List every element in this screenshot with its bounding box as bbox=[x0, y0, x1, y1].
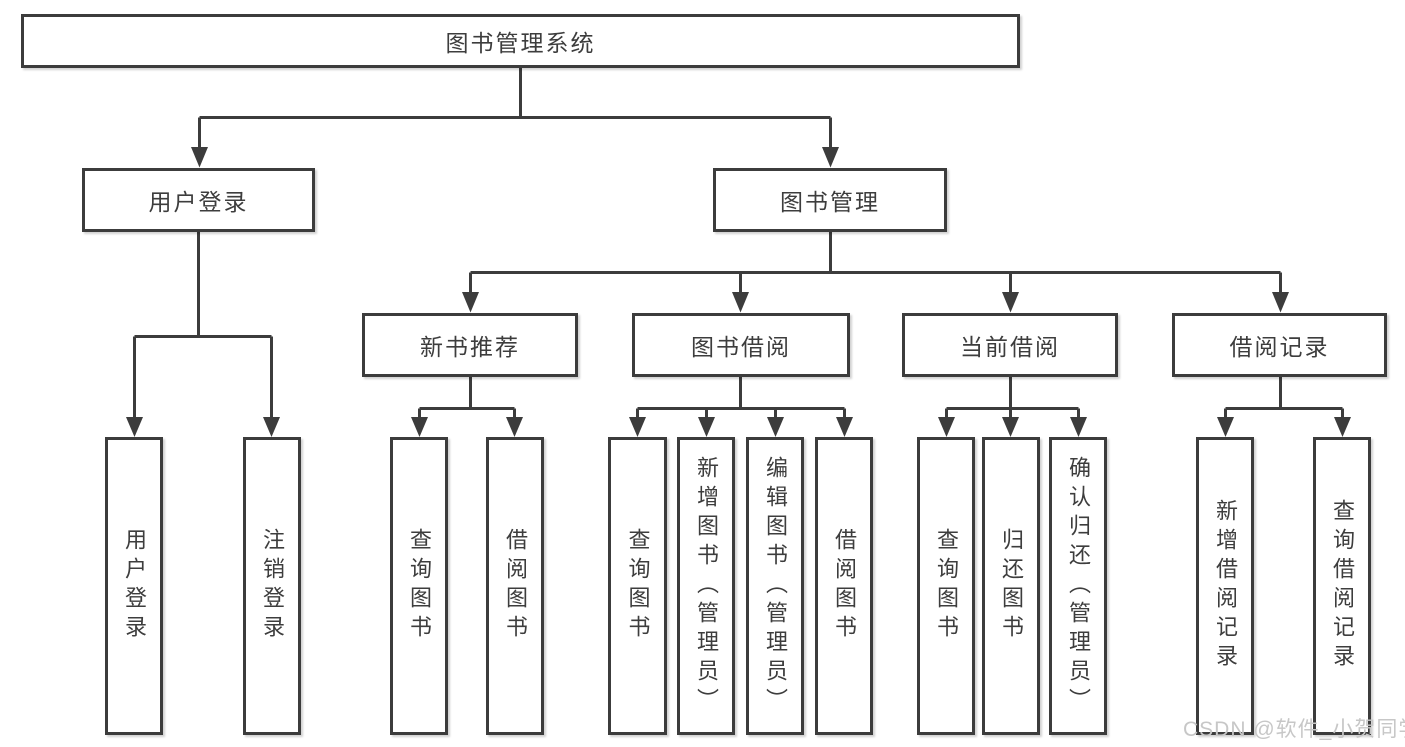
node-leaf-logout-label: 注销登录 bbox=[260, 528, 285, 644]
node-leaf-add-book-admin: 新增图书（管理员） bbox=[677, 437, 735, 735]
node-book-borrow: 图书借阅 bbox=[632, 313, 850, 377]
node-current-borrow-label: 当前借阅 bbox=[960, 334, 1060, 360]
node-leaf-return-book-label: 归还图书 bbox=[999, 528, 1024, 644]
connector-borrow-children bbox=[629, 377, 853, 437]
node-leaf-add-book-admin-label: 新增图书（管理员） bbox=[694, 455, 719, 717]
node-leaf-recommend-borrow-book: 借阅图书 bbox=[486, 437, 544, 735]
node-leaf-borrow-search-book-label: 查询图书 bbox=[625, 528, 651, 644]
node-leaf-search-borrow-record: 查询借阅记录 bbox=[1313, 437, 1371, 735]
node-new-book-recommend: 新书推荐 bbox=[362, 313, 578, 377]
node-leaf-add-borrow-record: 新增借阅记录 bbox=[1196, 437, 1254, 735]
node-leaf-search-borrow-record-label: 查询借阅记录 bbox=[1330, 499, 1355, 673]
node-book-borrow-label: 图书借阅 bbox=[691, 334, 791, 360]
node-leaf-user-login: 用户登录 bbox=[105, 437, 163, 735]
node-leaf-borrow-book-label: 借阅图书 bbox=[832, 528, 857, 644]
connector-current-children bbox=[938, 377, 1087, 437]
node-borrow-record: 借阅记录 bbox=[1172, 313, 1387, 377]
node-book-management: 图书管理 bbox=[713, 168, 947, 232]
connector-book-mgmt-to-l3 bbox=[462, 231, 1289, 313]
csdn-watermark: CSDN @软件_小贺同学 bbox=[1183, 718, 1405, 741]
node-system-root: 图书管理系统 bbox=[21, 14, 1020, 68]
node-leaf-borrow-book: 借阅图书 bbox=[815, 437, 873, 735]
node-book-management-label: 图书管理 bbox=[780, 189, 880, 215]
node-leaf-recommend-search-book: 查询图书 bbox=[390, 437, 448, 735]
connector-user-login-children bbox=[126, 231, 280, 437]
node-new-book-recommend-label: 新书推荐 bbox=[420, 334, 520, 360]
node-leaf-recommend-borrow-book-label: 借阅图书 bbox=[503, 528, 528, 644]
node-leaf-borrow-search-book: 查询图书 bbox=[608, 437, 667, 735]
node-current-borrow: 当前借阅 bbox=[902, 313, 1118, 377]
node-leaf-recommend-search-book-label: 查询图书 bbox=[407, 528, 432, 644]
connector-recommend-children bbox=[411, 377, 523, 437]
node-leaf-return-book: 归还图书 bbox=[982, 437, 1040, 735]
node-leaf-current-search-book: 查询图书 bbox=[917, 437, 975, 735]
node-leaf-logout: 注销登录 bbox=[243, 437, 301, 735]
node-leaf-add-borrow-record-label: 新增借阅记录 bbox=[1213, 499, 1238, 673]
node-borrow-record-label: 借阅记录 bbox=[1229, 334, 1330, 360]
node-leaf-edit-book-admin-label: 编辑图书（管理员） bbox=[763, 455, 788, 717]
connector-root-to-l2 bbox=[191, 67, 839, 168]
node-leaf-edit-book-admin: 编辑图书（管理员） bbox=[746, 437, 804, 735]
node-user-login: 用户登录 bbox=[82, 168, 315, 232]
connector-record-children bbox=[1217, 377, 1351, 437]
node-leaf-user-login-label: 用户登录 bbox=[122, 528, 147, 644]
node-system-root-label: 图书管理系统 bbox=[445, 30, 596, 56]
node-leaf-current-search-book-label: 查询图书 bbox=[934, 528, 959, 644]
node-leaf-confirm-return-admin: 确认归还（管理员） bbox=[1049, 437, 1107, 735]
node-leaf-confirm-return-admin-label: 确认归还（管理员） bbox=[1066, 455, 1091, 717]
node-user-login-label: 用户登录 bbox=[148, 189, 249, 215]
